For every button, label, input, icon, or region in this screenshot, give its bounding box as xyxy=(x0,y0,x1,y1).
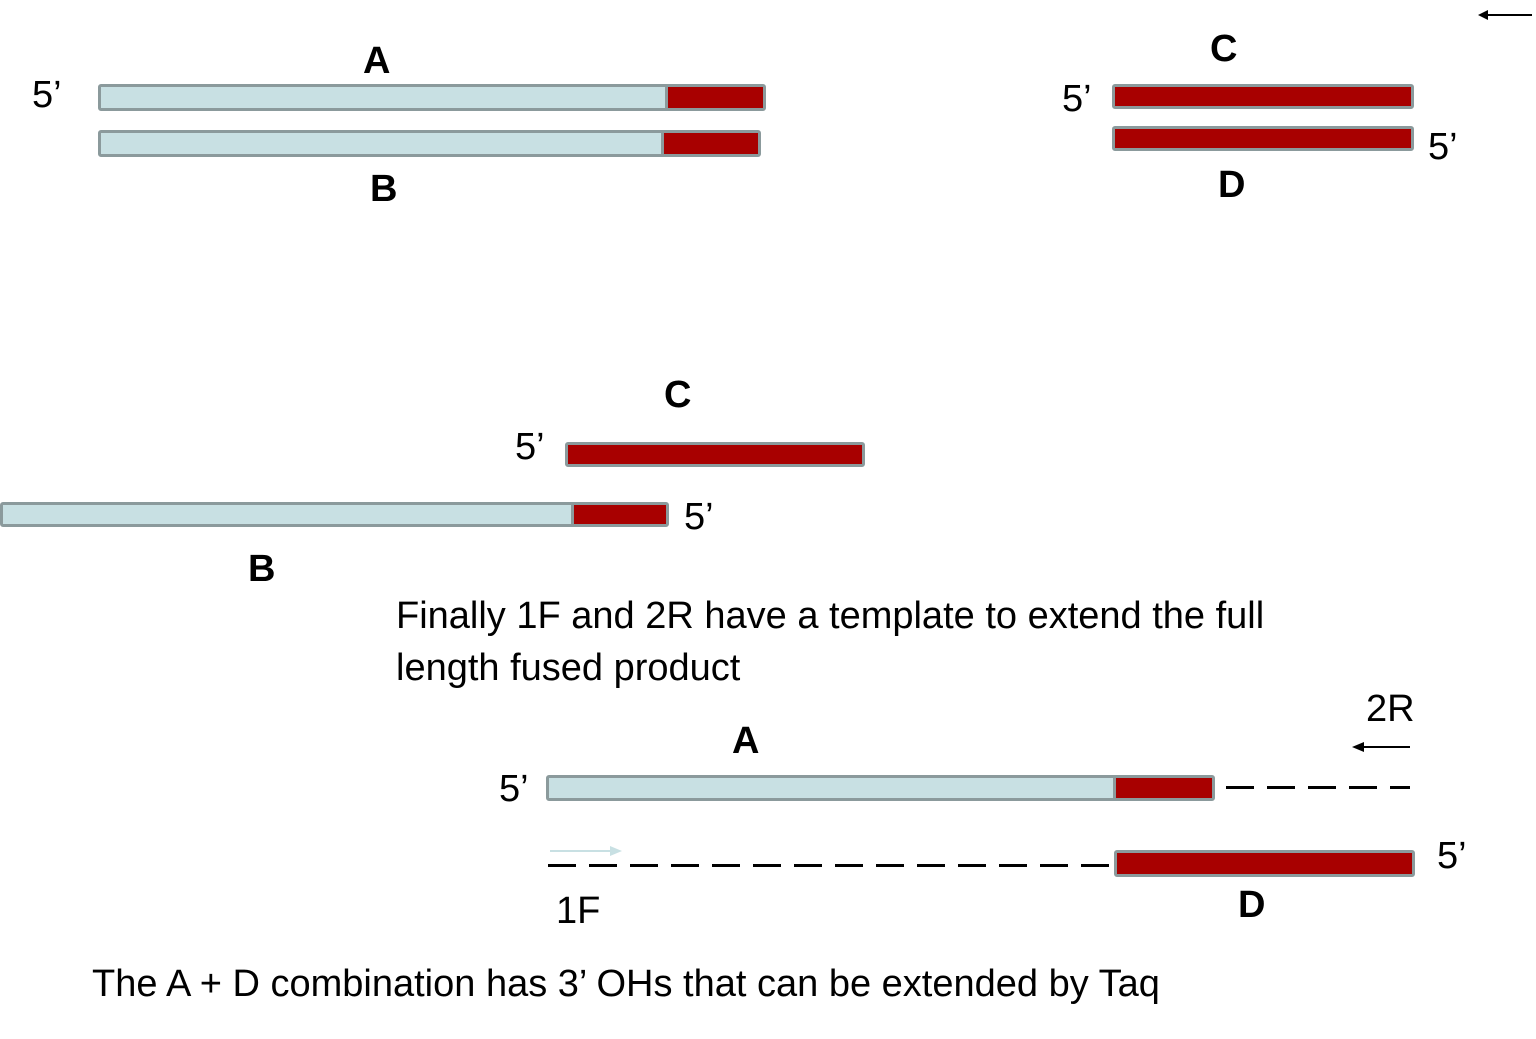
arrow-left-icon xyxy=(1478,10,1532,20)
strand-c-middle-segment xyxy=(568,445,862,464)
caption-full-length-line1: Finally 1F and 2R have a template to ext… xyxy=(396,595,1265,637)
extension-dashes-2r xyxy=(1226,786,1410,789)
primer-label-2r: 2R xyxy=(1366,688,1415,730)
strand-a-bottom-template-segment xyxy=(549,778,1113,798)
strand-b-middle-template-segment xyxy=(3,505,571,524)
strand-b-middle xyxy=(0,502,669,527)
five-prime-label-d-top: 5’ xyxy=(1428,126,1458,168)
strand-label-a-top: A xyxy=(363,40,391,82)
primer-label-1f: 1F xyxy=(556,890,601,932)
primer-2r-arrow-icon xyxy=(1352,742,1410,752)
strand-b-middle-overlap-segment xyxy=(571,505,666,524)
caption-combination: The A + D combination has 3’ OHs that ca… xyxy=(92,963,1160,1005)
caption-full-length-line2: length fused product xyxy=(396,647,741,689)
strand-c-overlap-segment xyxy=(1115,87,1411,106)
strand-a-bottom-overlap-segment xyxy=(1113,778,1212,798)
strand-label-b-middle: B xyxy=(248,548,276,590)
strand-c-middle xyxy=(565,442,865,467)
strand-b-overlap-segment xyxy=(661,133,758,154)
five-prime-label-c-top: 5’ xyxy=(1062,78,1092,120)
extension-dashes-1f xyxy=(548,864,1112,867)
strand-label-b-top: B xyxy=(370,168,398,210)
five-prime-label-b-middle: 5’ xyxy=(684,496,714,538)
five-prime-label-c-middle: 5’ xyxy=(515,426,545,468)
strand-d-bottom-segment xyxy=(1117,853,1412,874)
five-prime-label-d-bottom: 5’ xyxy=(1437,835,1467,877)
five-prime-label-a-top: 5’ xyxy=(32,74,62,116)
strand-d-overlap-segment xyxy=(1115,129,1411,148)
primer-1f-arrow-icon xyxy=(550,846,622,856)
strand-b-top xyxy=(98,130,761,157)
strand-d-bottom xyxy=(1114,850,1415,877)
strand-a-template-segment xyxy=(101,87,665,108)
strand-a-overlap-segment xyxy=(665,87,763,108)
strand-label-d-top: D xyxy=(1218,164,1246,206)
strand-d-top xyxy=(1112,126,1414,151)
strand-a-top xyxy=(98,84,766,111)
strand-label-a-bottom: A xyxy=(732,720,760,762)
strand-b-template-segment xyxy=(101,133,661,154)
caption-full-length: Finally 1F and 2R have a template to ext… xyxy=(396,590,1264,694)
strand-label-c-middle: C xyxy=(664,374,692,416)
strand-label-c-top: C xyxy=(1210,28,1238,70)
strand-label-d-bottom: D xyxy=(1238,884,1266,926)
strand-a-bottom xyxy=(546,775,1215,801)
strand-c-top xyxy=(1112,84,1414,109)
five-prime-label-a-bottom: 5’ xyxy=(499,768,529,810)
